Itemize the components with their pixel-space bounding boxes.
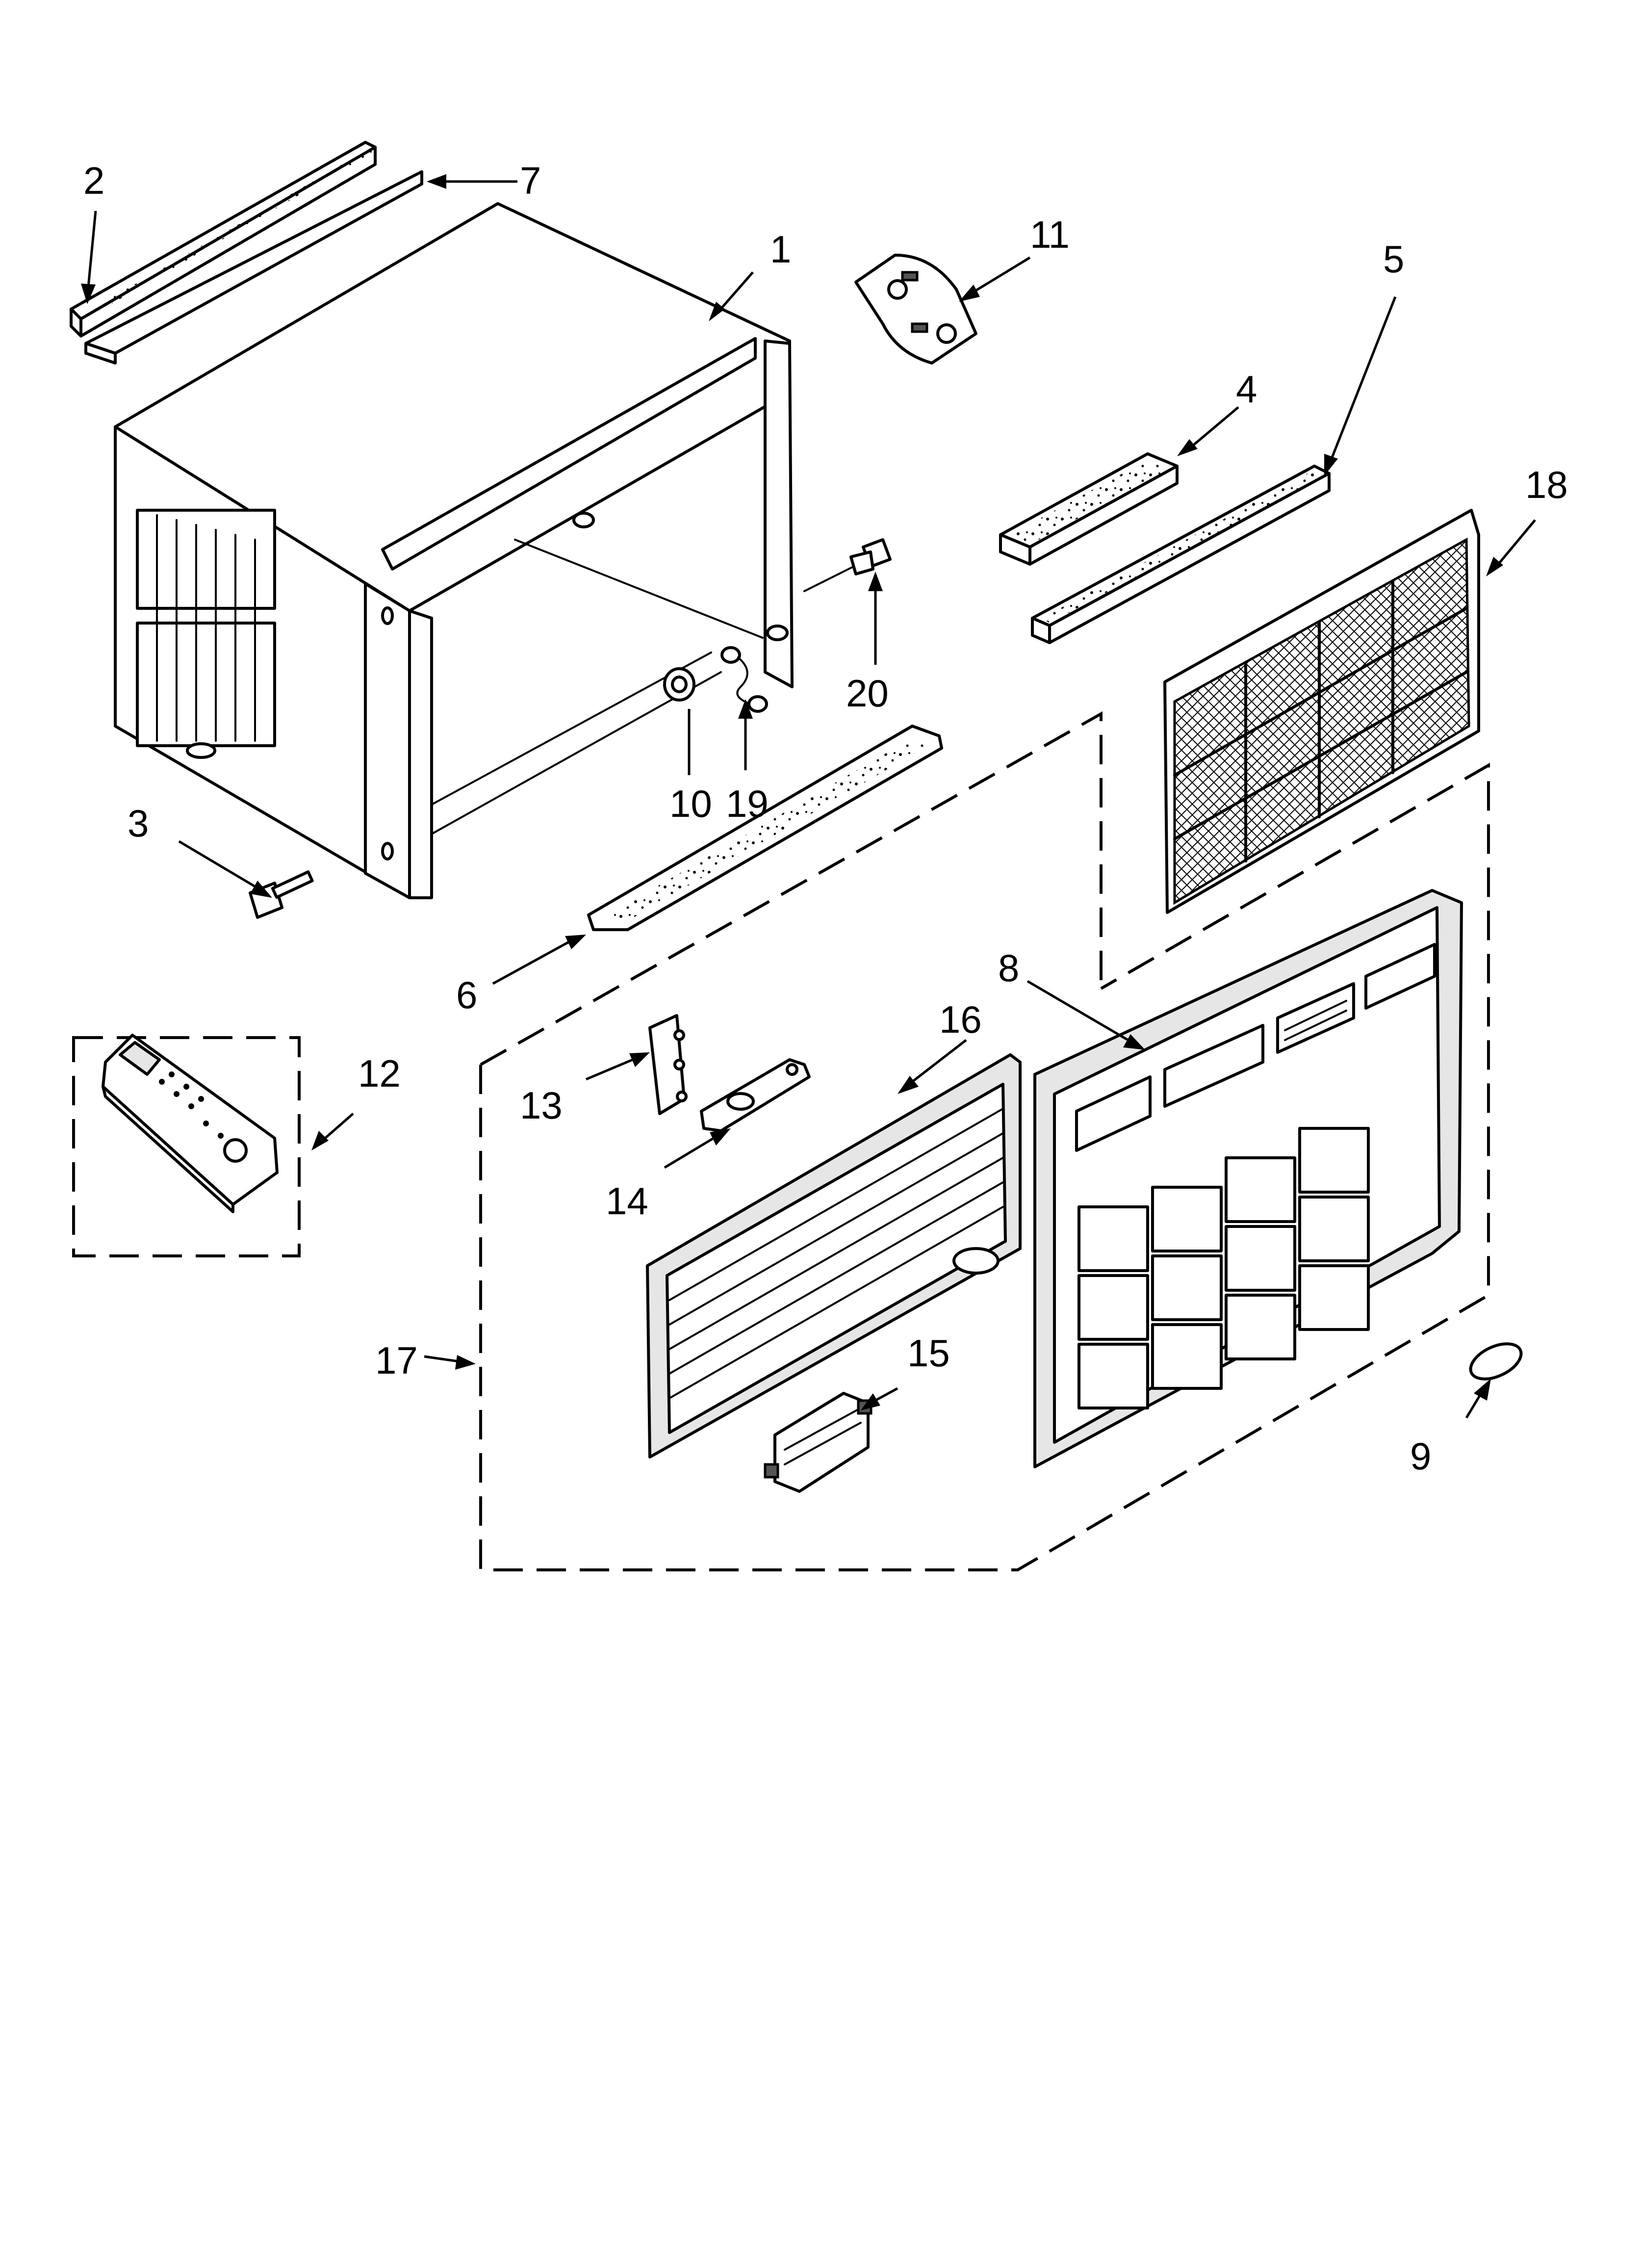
leader-lines bbox=[81, 174, 1536, 1419]
vent-flap-part bbox=[764, 1392, 872, 1493]
callout-16: 16 bbox=[939, 998, 982, 1041]
bolt-part bbox=[803, 538, 892, 592]
callout-8: 8 bbox=[998, 946, 1019, 990]
clip-ring-part bbox=[720, 646, 768, 713]
small-bracket-part bbox=[648, 1014, 688, 1115]
callout-5: 5 bbox=[1383, 237, 1404, 281]
louver-slats bbox=[668, 1108, 1004, 1399]
callout-3: 3 bbox=[128, 802, 149, 845]
callout-6: 6 bbox=[456, 973, 477, 1017]
cabinet-part bbox=[114, 202, 794, 899]
callout-19: 19 bbox=[726, 782, 769, 825]
callout-10: 10 bbox=[669, 782, 712, 825]
callout-15: 15 bbox=[907, 1331, 950, 1375]
logo-badge-part bbox=[1469, 1342, 1523, 1381]
callout-9: 9 bbox=[1410, 1434, 1431, 1478]
remote-group-dashed-box bbox=[72, 1036, 301, 1257]
front-grille-panel-part bbox=[1033, 889, 1463, 1468]
cabinet-vent-louvers bbox=[136, 509, 276, 747]
callout-13: 13 bbox=[520, 1084, 563, 1127]
assembly-17-dashed-outline bbox=[480, 711, 1103, 1066]
callout-17: 17 bbox=[375, 1339, 418, 1382]
callout-20: 20 bbox=[846, 672, 889, 715]
callout-labels: 1 2 3 4 5 6 7 8 9 10 11 12 13 14 15 16 1… bbox=[83, 159, 1568, 1478]
nut-part bbox=[663, 667, 695, 702]
top-foam-seal-part bbox=[70, 141, 377, 338]
callout-2: 2 bbox=[83, 159, 104, 202]
callout-1: 1 bbox=[770, 228, 791, 271]
callout-4: 4 bbox=[1236, 367, 1257, 411]
foam-block-part-4 bbox=[999, 452, 1179, 566]
callout-18: 18 bbox=[1525, 463, 1568, 506]
callout-11: 11 bbox=[1030, 213, 1070, 256]
callout-14: 14 bbox=[606, 1179, 648, 1223]
assembly-17-dashed-outline-lower bbox=[479, 762, 1490, 1571]
callout-7: 7 bbox=[520, 159, 541, 202]
callout-12: 12 bbox=[358, 1052, 401, 1095]
air-filter-part bbox=[1163, 509, 1480, 914]
louver-door-part bbox=[646, 1053, 1022, 1459]
hinge-arm-part bbox=[700, 1058, 811, 1132]
mounting-bracket-part bbox=[854, 254, 977, 365]
front-panel-grid bbox=[1078, 1127, 1370, 1409]
bottom-rail-part bbox=[587, 725, 943, 931]
foam-block-part-5 bbox=[1031, 465, 1331, 644]
remote-control-part bbox=[72, 1034, 301, 1257]
angle-channel-part bbox=[84, 170, 423, 365]
